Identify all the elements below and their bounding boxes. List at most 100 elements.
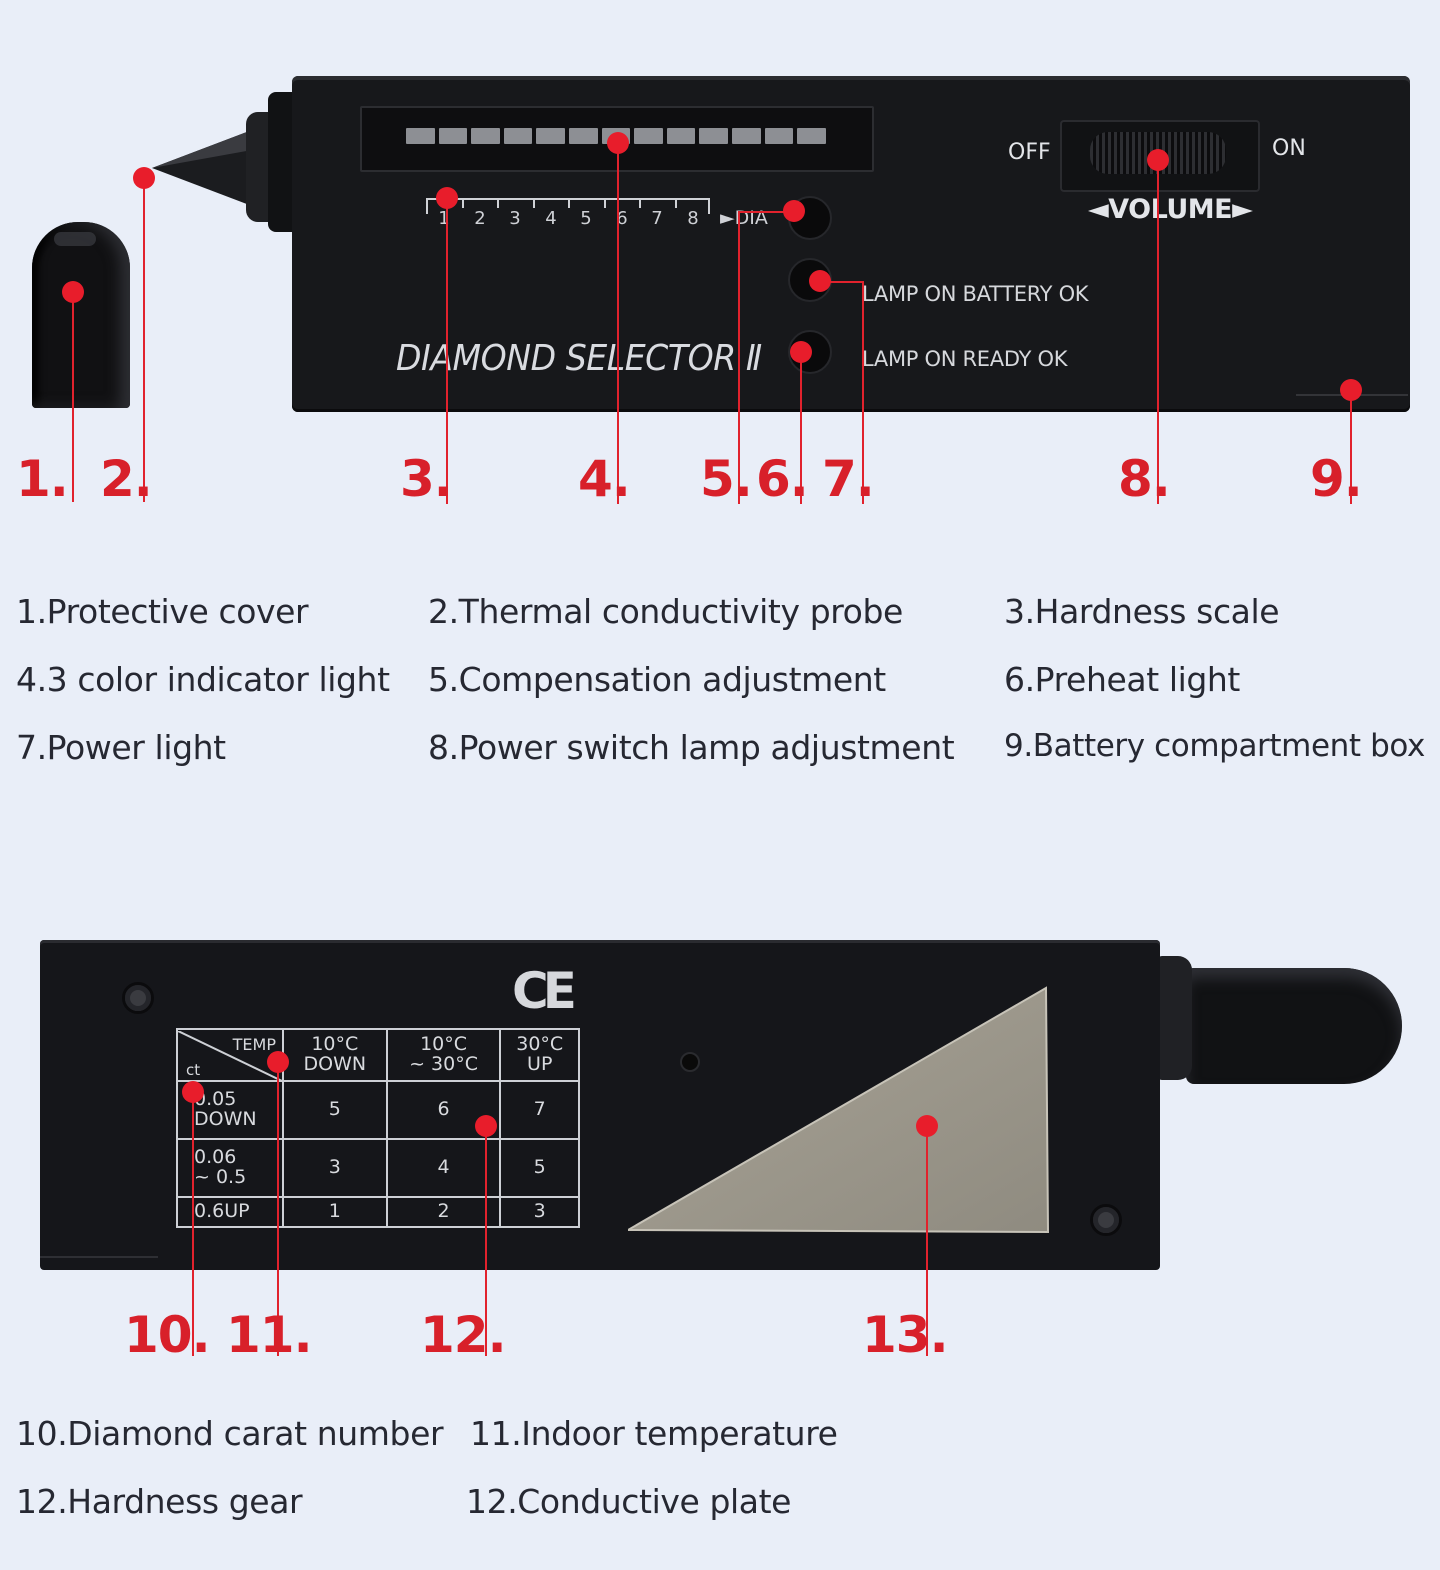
marker-dot-7 bbox=[809, 270, 831, 292]
brand-label: DIAMOND SELECTOR Ⅱ bbox=[396, 338, 762, 379]
scale-number: 7 bbox=[651, 208, 663, 229]
scale-number: 5 bbox=[580, 208, 592, 229]
ct-label: ct bbox=[186, 1061, 201, 1080]
thermal-probe-tip bbox=[152, 130, 252, 206]
callout-line-3 bbox=[446, 198, 448, 504]
callout-line-1 bbox=[72, 292, 74, 502]
legend-item-11: 11.Indoor temperature bbox=[470, 1414, 838, 1453]
marker-dot-3 bbox=[436, 187, 458, 209]
color-indicator-lights bbox=[406, 128, 826, 144]
callout-number-9: 9. bbox=[1310, 450, 1363, 508]
value-cell: 1 bbox=[282, 1195, 388, 1229]
callout-number-4: 4. bbox=[578, 450, 631, 508]
callout-number-8: 8. bbox=[1118, 450, 1171, 508]
callout-line-5-h bbox=[738, 211, 794, 213]
value-cell: 2 bbox=[385, 1195, 502, 1229]
callout-number-13: 13. bbox=[862, 1306, 949, 1364]
value-cell: 4 bbox=[385, 1137, 502, 1198]
value-cell: 3 bbox=[499, 1195, 580, 1229]
callout-line-9 bbox=[1350, 390, 1352, 504]
marker-dot-11 bbox=[267, 1051, 289, 1073]
legend-item-8: 8.Power switch lamp adjustment bbox=[428, 728, 955, 767]
scale-number: 4 bbox=[545, 208, 557, 229]
temp-label: TEMP bbox=[232, 1035, 276, 1054]
device-back-foot bbox=[40, 1256, 158, 1274]
cover-highlight bbox=[54, 232, 96, 246]
marker-dot-12 bbox=[475, 1115, 497, 1137]
table-row: 0.6UP 1 2 3 bbox=[176, 1195, 580, 1229]
lamp-battery-label: LAMP ON BATTERY OK bbox=[862, 282, 1089, 306]
marker-dot-13 bbox=[916, 1115, 938, 1137]
carat-cell: 0.06~ 0.5 bbox=[176, 1137, 284, 1198]
volume-label: ◄VOLUME► bbox=[1088, 194, 1253, 225]
callout-line-6 bbox=[800, 352, 802, 504]
callout-number-11: 11. bbox=[226, 1306, 313, 1364]
ce-mark: CE bbox=[512, 962, 577, 1020]
col-header-cell: 10°C~ 30°C bbox=[385, 1028, 502, 1082]
callout-line-11 bbox=[277, 1062, 279, 1356]
legend-item-10: 10.Diamond carat number bbox=[16, 1414, 444, 1453]
scale-tick bbox=[675, 198, 677, 208]
protective-cover bbox=[32, 222, 130, 408]
legend-item-5: 5.Compensation adjustment bbox=[428, 660, 886, 699]
carat-cell: 0.6UP bbox=[176, 1195, 284, 1229]
legend-item-4: 4.3 color indicator light bbox=[16, 660, 390, 699]
scale-tick bbox=[533, 198, 535, 208]
scale-number: 1 bbox=[438, 208, 450, 229]
callout-line-4 bbox=[617, 143, 619, 504]
lamp-ready-label: LAMP ON READY OK bbox=[862, 347, 1068, 371]
callout-number-5: 5. bbox=[700, 450, 753, 508]
scale-tick bbox=[568, 198, 570, 208]
legend-item-9: 9.Battery compartment box bbox=[1004, 728, 1425, 764]
callout-number-7: 7. bbox=[822, 450, 875, 508]
marker-dot-10 bbox=[182, 1081, 204, 1103]
callout-number-1: 1. bbox=[16, 450, 69, 508]
screw-icon bbox=[122, 982, 154, 1014]
legend-item-3: 3.Hardness scale bbox=[1004, 592, 1280, 631]
callout-number-3: 3. bbox=[400, 450, 453, 508]
off-label: OFF bbox=[1008, 140, 1051, 165]
screw-icon bbox=[1090, 1204, 1122, 1236]
marker-dot-8 bbox=[1147, 149, 1169, 171]
conductive-plate bbox=[628, 986, 1050, 1234]
legend-item-2: 2.Thermal conductivity probe bbox=[428, 592, 903, 631]
marker-dot-5 bbox=[783, 200, 805, 222]
scale-tick bbox=[639, 198, 641, 208]
marker-dot-6 bbox=[790, 341, 812, 363]
scale-tick bbox=[426, 198, 428, 214]
legend-item-7: 7.Power light bbox=[16, 728, 226, 767]
table-corner-cell: TEMP ct bbox=[176, 1028, 284, 1082]
table-row: 0.06~ 0.5 3 4 5 bbox=[176, 1137, 580, 1198]
scale-number: 3 bbox=[509, 208, 521, 229]
scale-tick bbox=[462, 198, 464, 208]
value-cell: 7 bbox=[499, 1080, 580, 1140]
callout-line-12 bbox=[485, 1126, 487, 1356]
marker-dot-1 bbox=[62, 281, 84, 303]
callout-line-13 bbox=[926, 1126, 928, 1356]
callout-line-8 bbox=[1157, 160, 1159, 504]
callout-number-12: 12. bbox=[420, 1306, 507, 1364]
scale-tick bbox=[708, 198, 710, 214]
callout-line-5 bbox=[738, 212, 740, 504]
scale-tick bbox=[604, 198, 606, 208]
callout-line-2 bbox=[143, 178, 145, 502]
callout-line-7 bbox=[862, 282, 864, 504]
callout-line-10 bbox=[192, 1092, 194, 1356]
legend-item-1: 1.Protective cover bbox=[16, 592, 309, 631]
probe-back bbox=[1186, 968, 1402, 1084]
probe-back-collar bbox=[1158, 956, 1192, 1080]
scale-number: 2 bbox=[474, 208, 486, 229]
legend-item-13: 12.Conductive plate bbox=[466, 1482, 792, 1521]
marker-dot-4 bbox=[607, 132, 629, 154]
on-label: ON bbox=[1272, 136, 1306, 161]
pinhole bbox=[680, 1052, 700, 1072]
scale-number: 8 bbox=[687, 208, 699, 229]
corner-diagonal bbox=[178, 1031, 282, 1081]
callout-number-10: 10. bbox=[124, 1306, 211, 1364]
value-cell: 5 bbox=[499, 1137, 580, 1198]
callout-number-6: 6. bbox=[756, 450, 809, 508]
